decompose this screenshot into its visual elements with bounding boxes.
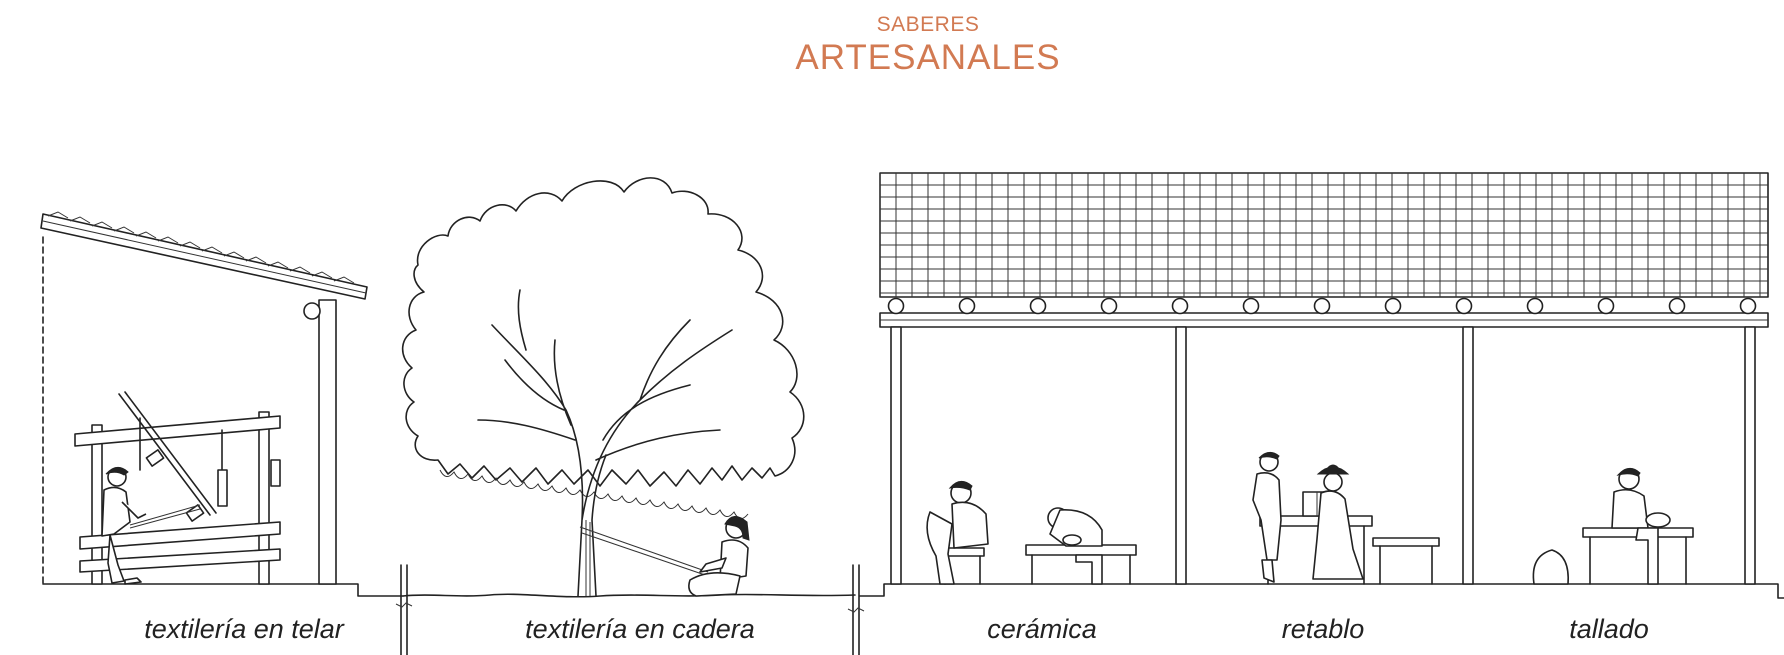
retablo-artisans — [1252, 452, 1440, 585]
roof-beam-end — [1029, 297, 1047, 315]
roof-beam-end — [1313, 297, 1331, 315]
workshop-roof — [879, 172, 1769, 328]
section-break-left — [395, 564, 413, 655]
loom-shed — [40, 211, 368, 585]
diagram-subtitle: SABERES — [876, 13, 980, 36]
ceramics-artisans — [926, 481, 1137, 585]
roof-beam-end — [1739, 297, 1757, 315]
tree — [401, 177, 805, 597]
roof-beam-end — [958, 297, 976, 315]
roof-beam-end — [1668, 297, 1686, 315]
section-label-textileria-cadera: textilería en cadera — [525, 614, 755, 644]
diagram-title: ARTESANALES — [795, 38, 1061, 77]
section-label-tallado: tallado — [1569, 614, 1649, 644]
workshop-columns — [890, 326, 1756, 585]
roof-beam-end — [887, 297, 905, 315]
backstrap-loom-frame — [74, 391, 281, 585]
roof-beam-end — [1455, 297, 1473, 315]
section-label-ceramica: cerámica — [987, 614, 1097, 644]
roof-beam-end — [1242, 297, 1260, 315]
title-block: SABERES ARTESANALES — [0, 12, 1784, 78]
hip-loom-weaver-figure — [579, 516, 750, 597]
section-label-textileria-telar: textilería en telar — [144, 614, 344, 644]
weaver-figure — [101, 467, 147, 585]
ground-line — [42, 583, 1784, 599]
roof-beam-end — [1384, 297, 1402, 315]
woodcarving-artisans — [1532, 468, 1694, 585]
roof-beam-end — [1597, 297, 1615, 315]
roof-beam-end — [1100, 297, 1118, 315]
roof-beams — [887, 297, 1757, 315]
roof-tile-grid — [879, 173, 1768, 297]
roof-beam-end — [1526, 297, 1544, 315]
section-break-right — [847, 564, 865, 655]
section-label-retablo: retablo — [1281, 614, 1365, 644]
roof-beam-end — [1171, 297, 1189, 315]
